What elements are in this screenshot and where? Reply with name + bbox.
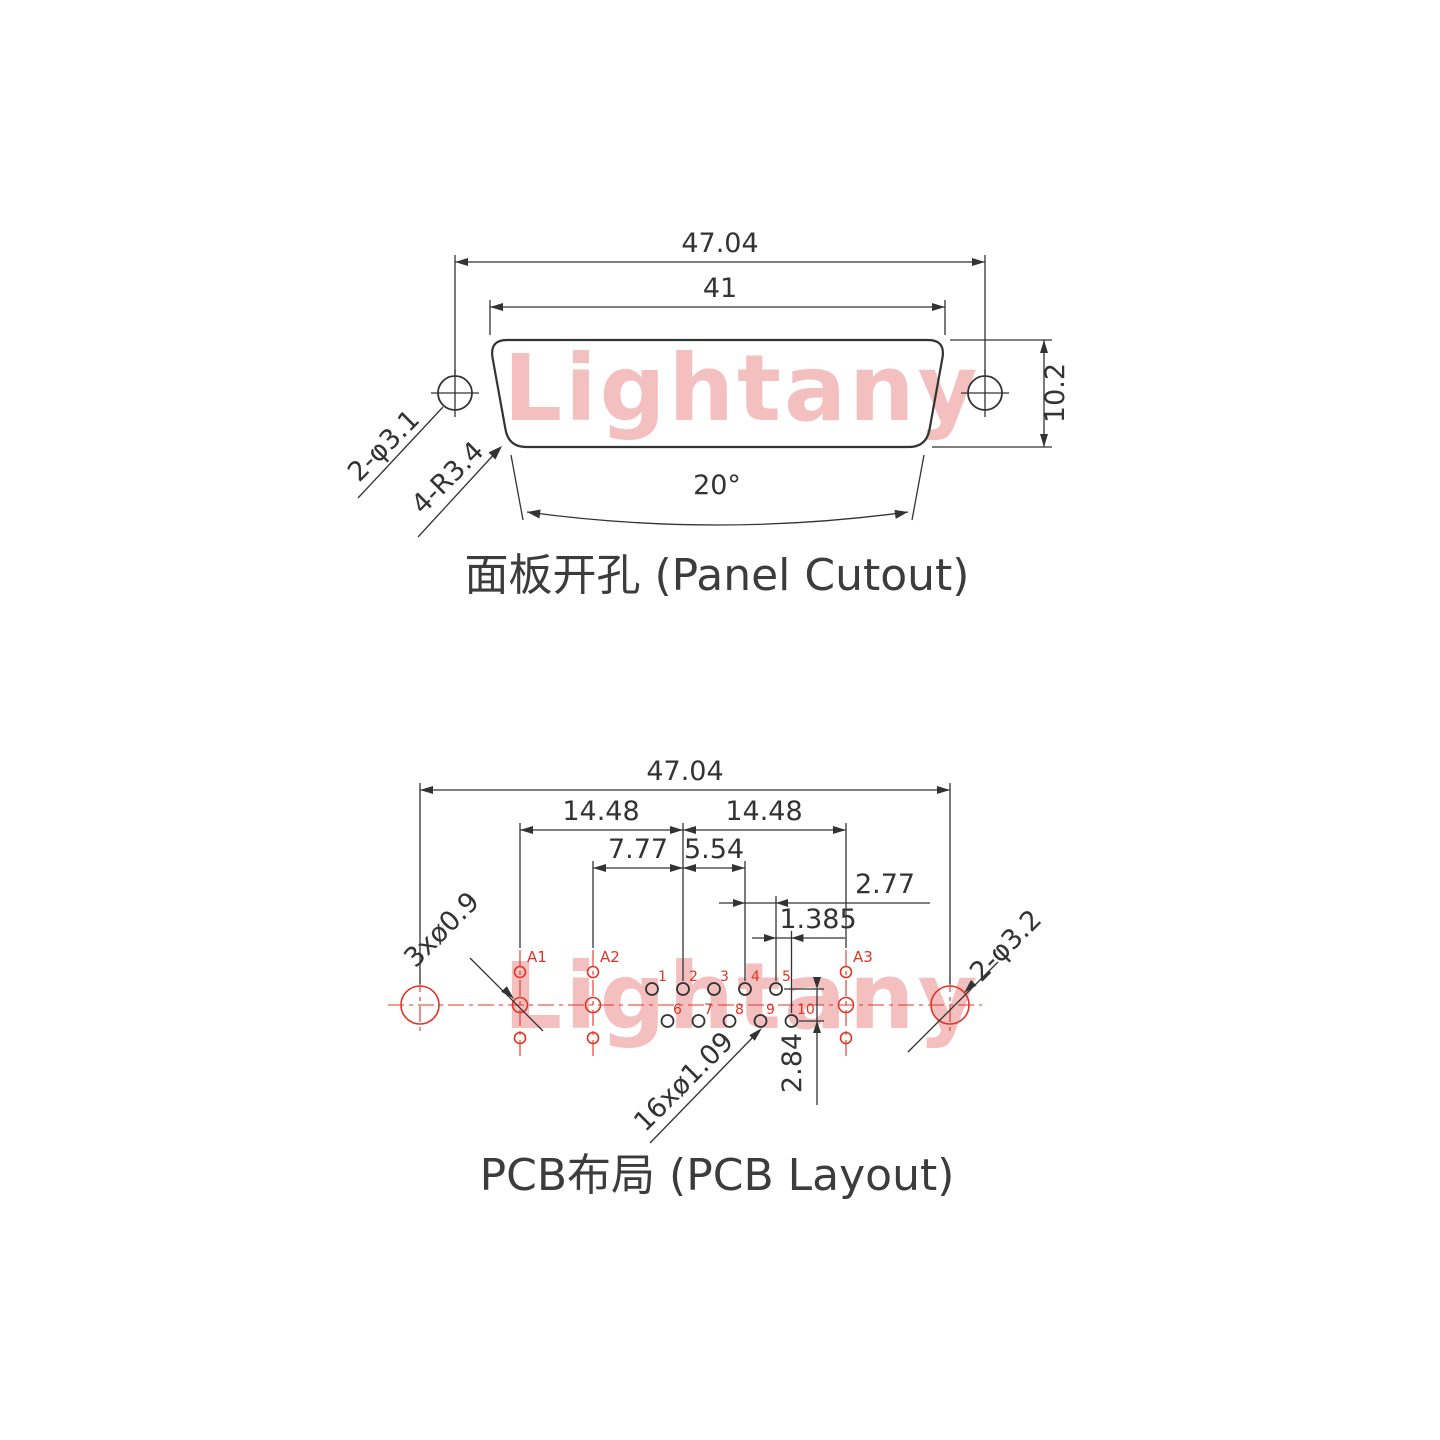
- dim-center-to-pin4: 5.54: [683, 834, 745, 872]
- dim-left-span: 14.48: [520, 796, 683, 834]
- dim-row-spacing: 2.84: [777, 977, 824, 1105]
- dim-label: 20°: [693, 470, 741, 501]
- callout-corner-radius: 4-R3.4: [406, 436, 502, 538]
- shield-hole: [839, 1031, 853, 1045]
- pin-hole-8: [722, 1014, 737, 1028]
- dim-draft-angle: 20°: [510, 454, 925, 526]
- dim-label: 7.77: [608, 834, 668, 865]
- dim-pcb-outer-width: 47.04: [420, 756, 950, 794]
- dim-label: 41: [703, 273, 737, 304]
- dim-label: 5.54: [684, 834, 744, 865]
- shield-hole: [513, 1031, 527, 1045]
- pin-number: 6: [673, 1002, 682, 1018]
- pin-hole-2: [676, 982, 690, 996]
- watermark-top: Lightany: [503, 335, 980, 442]
- callout-label: 4-R3.4: [406, 436, 491, 521]
- pcb-mount-hole-left: [400, 985, 440, 1025]
- signal-pins-top-row: 1 2 3 4 5: [645, 969, 791, 996]
- shield-hole: [586, 965, 600, 979]
- dim-a2-to-center: 7.77: [593, 834, 683, 872]
- shield-hole: [513, 965, 527, 979]
- pin-number: 10: [797, 1002, 815, 1018]
- dim-panel-inner-width: 41: [489, 273, 946, 335]
- dim-label: 47.04: [681, 228, 758, 259]
- coax-contact-a2: A2: [584, 948, 620, 1045]
- pin-number: 8: [735, 1002, 744, 1018]
- pin-number: 1: [658, 969, 667, 985]
- callout-label: 2-φ3.1: [342, 404, 426, 488]
- coax-contact-a3: A3: [837, 948, 873, 1045]
- pin-number: 5: [782, 969, 791, 985]
- center-hole: [837, 996, 855, 1014]
- pin-hole-3: [707, 982, 721, 996]
- pin-hole-9: [753, 1014, 768, 1028]
- dim-label: 2.84: [777, 1033, 808, 1093]
- pin-hole-7: [691, 1014, 706, 1028]
- pin-hole-5: [769, 982, 783, 996]
- pin-number: 7: [704, 1002, 713, 1018]
- pcb-mount-hole-right: [930, 985, 970, 1025]
- dim-label: 47.04: [646, 756, 723, 787]
- pin-hole-6: [660, 1014, 675, 1028]
- panel-mount-hole-right: [961, 369, 1009, 417]
- dim-panel-height: 10.2: [932, 339, 1071, 448]
- dim-right-span: 14.48: [683, 796, 846, 834]
- shield-hole: [586, 1031, 600, 1045]
- pin-hole-1: [645, 982, 659, 996]
- panel-mount-hole-left: [431, 369, 479, 417]
- shield-hole: [839, 965, 853, 979]
- watermark-bottom: Lightany: [503, 943, 980, 1050]
- dim-label: 14.48: [725, 796, 802, 827]
- center-hole: [511, 996, 529, 1014]
- dim-panel-outer-width: 47.04: [454, 228, 986, 374]
- dsub-cutout-outline: [491, 338, 944, 449]
- coax-contact-a1: A1: [511, 948, 547, 1045]
- pin-number: 2: [689, 969, 698, 985]
- panel-cutout-title: 面板开孔 (Panel Cutout): [465, 550, 970, 601]
- coax-label: A2: [600, 948, 620, 966]
- pin-number: 9: [766, 1002, 775, 1018]
- coax-label: A3: [853, 948, 873, 966]
- dim-row-stagger: 1.385: [752, 904, 857, 942]
- pin-number: 4: [751, 969, 760, 985]
- coax-label: A1: [527, 948, 547, 966]
- pcb-layout-title: PCB布局 (PCB Layout): [480, 1150, 955, 1201]
- pin-hole-10: [784, 1014, 799, 1028]
- dim-pin-pitch: 2.77: [719, 869, 930, 907]
- dim-label: 1.385: [779, 904, 856, 935]
- pin-hole-4: [738, 982, 752, 996]
- dim-label: 14.48: [562, 796, 639, 827]
- dim-label: 10.2: [1040, 363, 1071, 423]
- dim-label: 2.77: [855, 869, 915, 900]
- signal-pins-bottom-row: 6 7 8 9 10: [660, 1002, 815, 1028]
- pin-number: 3: [720, 969, 729, 985]
- center-hole: [584, 996, 602, 1014]
